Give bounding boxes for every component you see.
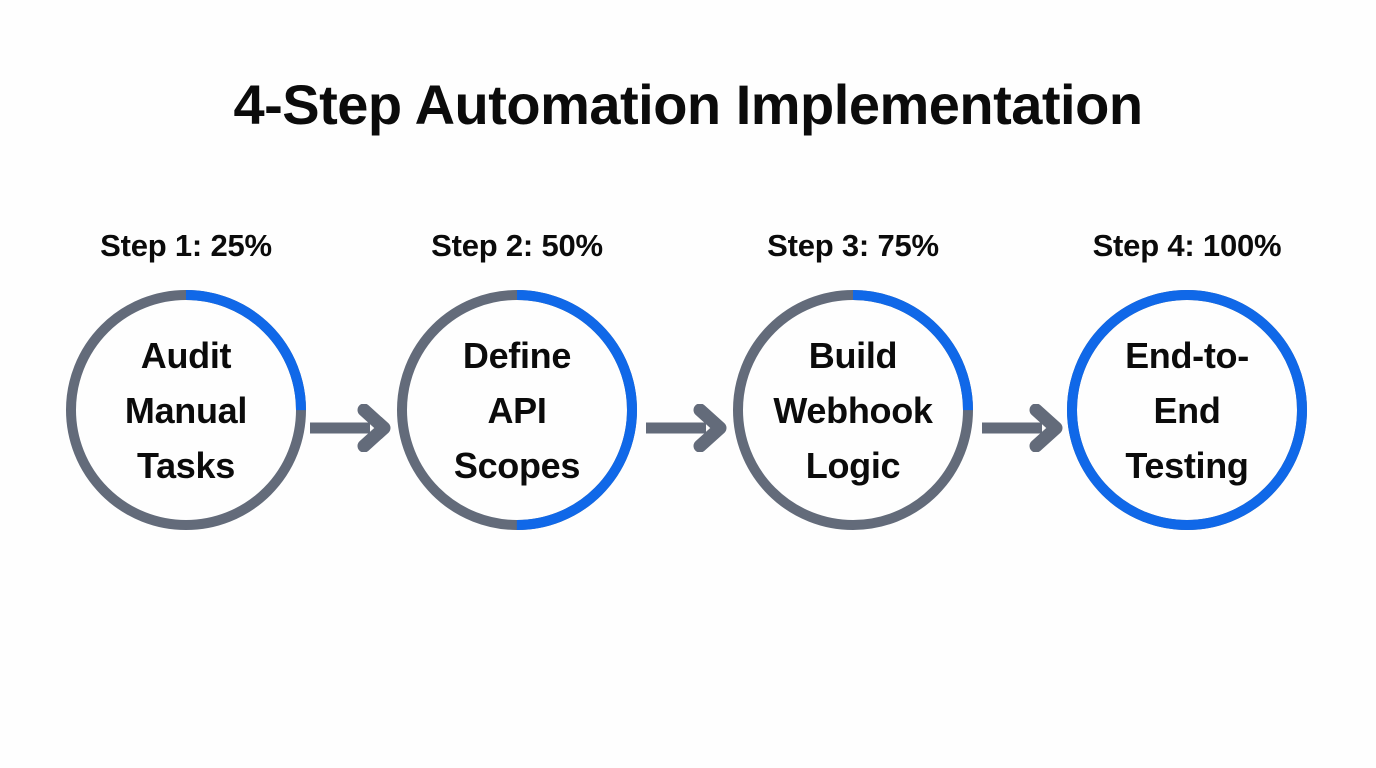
step-text-line-3-3: Logic <box>805 444 901 486</box>
ring-progress-arc-1 <box>66 290 306 530</box>
step-label-1: Step 1: 25% <box>100 228 272 263</box>
step-text-line-4-1: End-to- <box>1125 334 1249 376</box>
step-text-line-1-1: Audit <box>140 334 232 376</box>
ring-progress-arc-2 <box>397 290 637 530</box>
step-label-3: Step 3: 75% <box>767 228 939 263</box>
step-text-line-4-3: Testing <box>1125 444 1249 486</box>
step-text-line-3-1: Build <box>808 334 898 376</box>
progress-ring-svg-3 <box>733 290 973 530</box>
step-node-3[interactable]: Step 3: 75% Build Webhook Logic <box>703 228 1003 568</box>
arrow-3-to-4 <box>980 404 1070 452</box>
step-text-line-3-2: Webhook <box>773 389 933 431</box>
step-text-line-2-2: API <box>487 389 547 431</box>
step-text-3: Build Webhook Logic <box>733 290 973 530</box>
ring-progress-arc-3 <box>733 290 973 530</box>
arrow-right-icon <box>310 404 391 452</box>
progress-ring-svg-1 <box>66 290 306 530</box>
arrow-1-to-2 <box>308 404 398 452</box>
step-label-4: Step 4: 100% <box>1092 228 1282 263</box>
arrow-right-icon <box>982 404 1063 452</box>
step-text-line-1-2: Manual <box>124 389 248 431</box>
step-node-1[interactable]: Step 1: 25% Audit Manual Tasks <box>36 228 336 568</box>
step-text-line-1-3: Tasks <box>137 444 235 486</box>
progress-ring-1: Audit Manual Tasks <box>66 290 306 530</box>
progress-ring-4: End-to- End Testing <box>1067 290 1307 530</box>
page-title: 4-Step Automation Implementation <box>233 73 1143 136</box>
ring-progress-arc-4 <box>1067 290 1307 530</box>
step-node-4[interactable]: Step 4: 100% End-to- End Testing <box>1037 228 1337 568</box>
step-text-4: End-to- End Testing <box>1067 290 1307 530</box>
progress-ring-2: Define API Scopes <box>397 290 637 530</box>
step-text-2: Define API Scopes <box>397 290 637 530</box>
step-text-1: Audit Manual Tasks <box>66 290 306 530</box>
arrow-2-to-3 <box>644 404 734 452</box>
progress-ring-svg-4 <box>1067 290 1307 530</box>
arrow-right-icon <box>646 404 727 452</box>
progress-ring-3: Build Webhook Logic <box>733 290 973 530</box>
step-label-2: Step 2: 50% <box>431 228 603 263</box>
step-text-line-4-2: End <box>1153 389 1221 431</box>
step-text-line-2-3: Scopes <box>453 444 581 486</box>
progress-ring-svg-2 <box>397 290 637 530</box>
step-node-2[interactable]: Step 2: 50% Define API Scopes <box>367 228 667 568</box>
step-text-line-2-1: Define <box>462 334 572 376</box>
